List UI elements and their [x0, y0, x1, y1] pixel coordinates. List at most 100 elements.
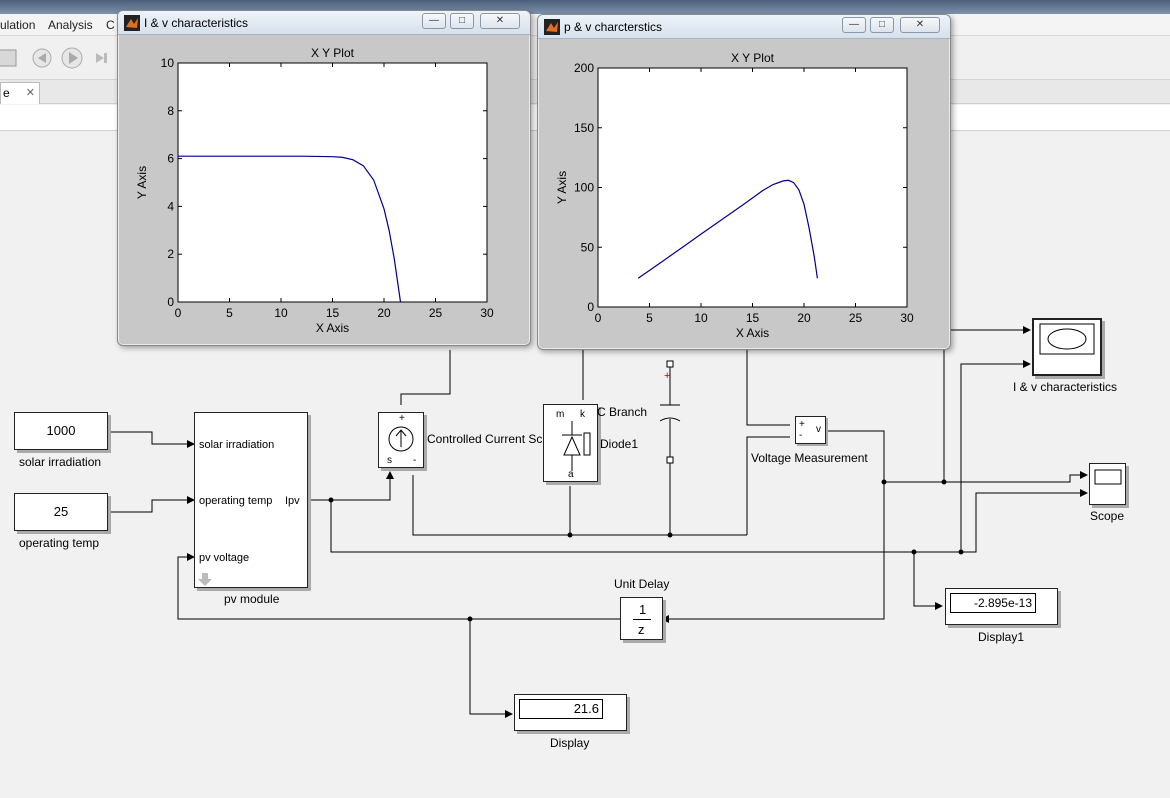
diode-block[interactable]: m k a [543, 404, 598, 482]
plot-area [177, 62, 488, 303]
maximize-button[interactable]: □ [450, 13, 474, 29]
minimize-button[interactable]: — [842, 17, 866, 33]
voltage-measurement-label: Voltage Measurement [751, 451, 868, 465]
capacitor-icon[interactable]: + [656, 357, 686, 467]
iv-xy-graph-block[interactable] [1032, 318, 1102, 376]
x-tick-label: 15 [746, 311, 760, 325]
solar-irradiation-value: 1000 [46, 423, 76, 438]
y-tick-label: 4 [167, 199, 174, 213]
minimize-button[interactable]: — [422, 13, 446, 29]
matlab-logo-icon [544, 19, 560, 35]
menu-simulation[interactable]: ulation [0, 18, 36, 32]
x-tick-label: 25 [849, 311, 863, 325]
x-tick-label: 10 [694, 311, 708, 325]
wire-vm-out [661, 430, 885, 623]
subsystem-down-arrow-icon [198, 573, 212, 586]
wire-scope-2 [914, 489, 1088, 553]
pv-figure-titlebar[interactable]: p & v charcterstics — □ ✕ [538, 15, 950, 39]
x-tick-label: 20 [377, 306, 391, 320]
plot-area [597, 67, 908, 308]
pv-port-irradiation: solar irradiation [199, 439, 275, 451]
voltage-measurement-block[interactable]: + - v [795, 416, 826, 444]
y-tick-label: 100 [574, 181, 594, 195]
solar-irradiation-label: solar irradiation [19, 455, 102, 469]
unit-delay-label: Unit Delay [614, 577, 670, 591]
maximize-button[interactable]: □ [870, 17, 894, 33]
solar-irradiation-block[interactable]: 1000 [14, 412, 108, 450]
wire-ipv-branch [330, 500, 914, 553]
diode-a-port: a [568, 469, 574, 480]
y-axis-label: Y Axis [555, 171, 569, 204]
pv-module-block[interactable]: solar irradiation operating temp Ipv pv … [194, 412, 308, 588]
signal-lines [108, 326, 1088, 718]
x-tick-label: 5 [646, 311, 653, 325]
matlab-logo-icon [124, 15, 140, 31]
wire-vm-minus [746, 436, 790, 535]
controlled-current-source-label: Controlled Current Sc [427, 432, 543, 446]
scope-block[interactable] [1089, 463, 1126, 505]
current-source-icon [388, 426, 414, 452]
y-tick-label: 2 [167, 247, 174, 261]
plot-title: X Y Plot [311, 46, 355, 60]
vm-minus-port: - [799, 430, 803, 441]
operating-temp-block[interactable]: 25 [14, 493, 108, 531]
display1-value: -2.895e-13 [950, 593, 1036, 613]
x-tick-label: 0 [175, 306, 182, 320]
wire-vm-scope [884, 471, 1088, 483]
x-tick-label: 30 [900, 311, 914, 325]
close-button[interactable]: ✕ [900, 17, 940, 33]
model-tab[interactable]: e ✕ [0, 82, 40, 104]
pv-figure-window[interactable]: p & v charcterstics — □ ✕ X Y Plot 0 5 10 15… [537, 14, 951, 350]
series-line [637, 179, 818, 279]
diode-k-port: k [580, 409, 585, 420]
controlled-current-source-block[interactable]: + s - [378, 412, 424, 468]
vm-v-port: v [816, 424, 821, 435]
unit-delay-denominator: z [638, 622, 645, 637]
unit-delay-block[interactable]: 1 z [620, 597, 663, 640]
wire-irradiation [108, 431, 195, 448]
toolbar-icons [0, 47, 107, 69]
display-label: Display [550, 736, 590, 750]
display1-label: Display1 [978, 630, 1025, 644]
pv-port-voltage: pv voltage [199, 552, 250, 564]
display1-block[interactable]: -2.895e-13 [945, 588, 1058, 625]
iv-figure-window[interactable]: I & v characteristics — □ ✕ X Y Plot 0 5 10… [117, 10, 531, 346]
x-tick-label: 10 [274, 306, 288, 320]
menu-analysis[interactable]: Analysis [48, 18, 93, 32]
x-tick-label: 25 [429, 306, 443, 320]
y-tick-label: 50 [581, 240, 595, 254]
x-tick-label: 0 [595, 311, 602, 325]
step-back-icon [32, 48, 52, 68]
tab-close-icon[interactable]: ✕ [25, 87, 35, 99]
diode-m-port: m [556, 409, 565, 420]
ccs-minus-port: - [413, 455, 417, 466]
y-axis-label: Y Axis [135, 166, 149, 199]
run-icon [61, 47, 83, 69]
x-tick-label: 20 [797, 311, 811, 325]
wire-ipv [308, 471, 394, 501]
y-tick-label: 150 [574, 121, 594, 135]
wire-ccs-top [400, 350, 451, 405]
x-tick-label: 5 [226, 306, 233, 320]
operating-temp-label: operating temp [19, 536, 100, 550]
y-tick-label: 10 [161, 56, 175, 70]
wire-ccs-bottom [412, 475, 747, 536]
unit-delay-fraction-bar [633, 619, 651, 620]
display-block[interactable]: 21.6 [514, 694, 627, 731]
x-tick-label: 15 [326, 306, 340, 320]
plot-title: X Y Plot [731, 51, 775, 65]
unit-delay-numerator: 1 [639, 602, 647, 617]
wire-display1 [913, 552, 943, 610]
iv-figure-titlebar[interactable]: I & v characteristics — □ ✕ [118, 11, 530, 35]
wire-ivscope-3 [960, 360, 1031, 552]
wire-vm-plus [746, 350, 790, 426]
ccs-plus-port: + [399, 413, 405, 424]
close-button[interactable]: ✕ [480, 13, 520, 29]
operating-temp-value: 25 [53, 504, 69, 519]
x-axis-label: X Axis [736, 326, 769, 340]
menu-code[interactable]: C [106, 18, 115, 32]
y-tick-label: 0 [167, 295, 174, 309]
x-tick-label: 30 [480, 306, 494, 320]
